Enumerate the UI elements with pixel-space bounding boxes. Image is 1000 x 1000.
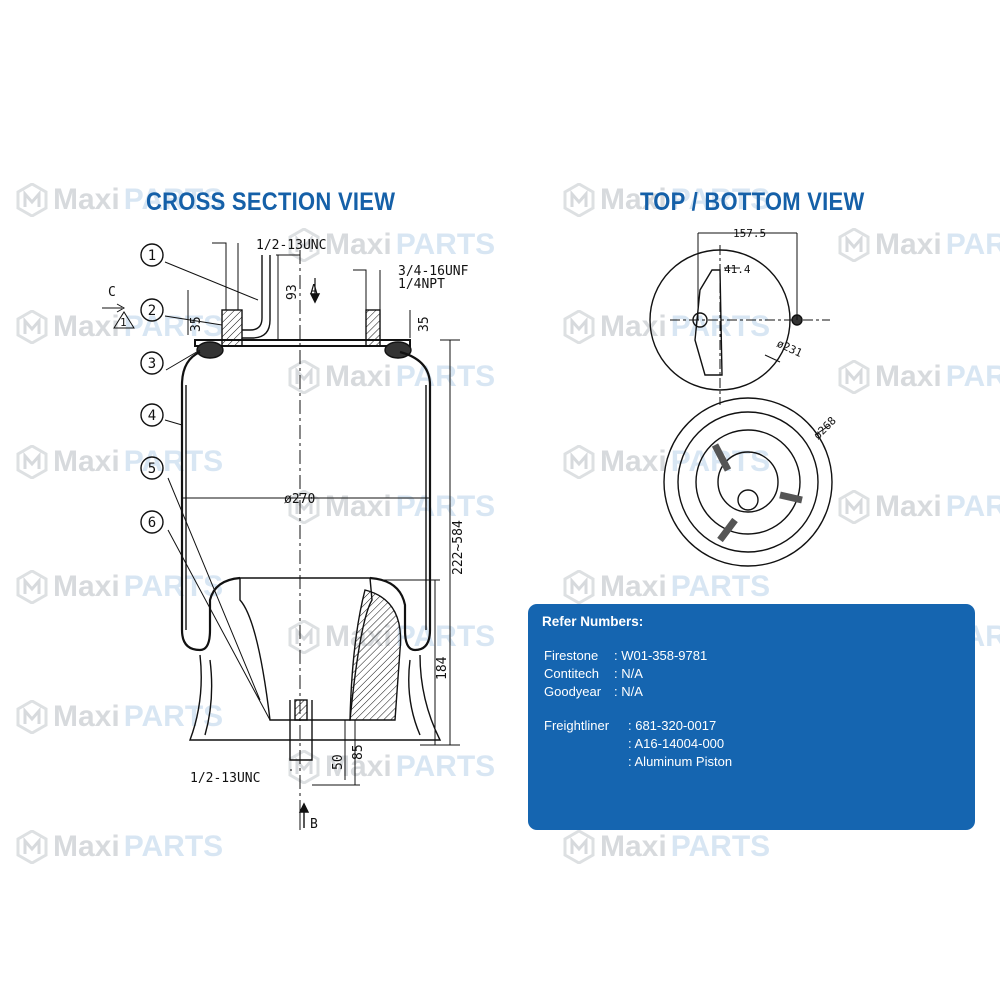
dim-93: 93	[285, 284, 300, 300]
callout-circles	[140, 243, 164, 534]
callout-2: 2	[148, 303, 156, 319]
row-goodyear: Goodyear : N/A	[544, 684, 643, 699]
dim-184: 184	[435, 656, 450, 680]
value-goodyear: : N/A	[614, 684, 643, 699]
callout-4: 4	[148, 408, 156, 424]
height-range: 222~584	[451, 520, 466, 575]
warning-label: 1	[120, 316, 127, 329]
view-b-label: B	[310, 817, 318, 832]
bottom-view-drawing: ø268	[663, 397, 839, 567]
dim-85: 85	[351, 744, 366, 760]
value-freightliner-1: : 681-320-0017	[628, 718, 717, 733]
callout-6: 6	[148, 515, 156, 531]
value-firestone: : W01-358-9781	[614, 648, 708, 663]
top-bottom-heading: TOP / BOTTOM VIEW	[640, 188, 865, 216]
label-contitech: Contitech	[544, 666, 599, 681]
dia-268: ø268	[811, 414, 839, 442]
row-freightliner-2: : A16-14004-000	[544, 736, 724, 751]
cross-section-heading: CROSS SECTION VIEW	[146, 188, 396, 216]
value-contitech: : N/A	[614, 666, 643, 681]
dim-35-right: 35	[417, 316, 432, 332]
cross-section-drawing: 1 2 3 4 5 6 1/2-13UNC 3/4-16UNF 1/4NPT 9…	[102, 238, 469, 832]
thread-top-right-label: 3/4-16UNF	[398, 264, 469, 279]
npt-label: 1/4NPT	[398, 277, 445, 292]
callout-1: 1	[148, 248, 156, 264]
refer-numbers-panel: Refer Numbers: Firestone : W01-358-9781 C…	[528, 604, 975, 830]
label-firestone: Firestone	[544, 648, 599, 663]
dim-50: 50	[331, 754, 346, 770]
thread-bottom-label: 1/2-13UNC	[190, 771, 260, 786]
label-goodyear: Goodyear	[544, 684, 602, 699]
dia-270: ø270	[284, 492, 315, 507]
callout-5: 5	[148, 461, 156, 477]
view-c-label: C	[108, 285, 116, 300]
view-a-label: A	[310, 283, 318, 298]
label-freightliner: Freightliner	[544, 718, 610, 733]
callout-3: 3	[148, 356, 156, 372]
top-view-drawing: 157.5 41.4 ø231	[649, 227, 830, 405]
refer-numbers-title: Refer Numbers:	[542, 614, 644, 629]
value-freightliner-3: : Aluminum Piston	[628, 754, 733, 769]
thread-top-left-label: 1/2-13UNC	[256, 238, 326, 253]
row-contitech: Contitech : N/A	[544, 666, 643, 681]
dim-41-4: 41.4	[724, 263, 751, 276]
row-freightliner: Freightliner : 681-320-0017	[544, 718, 716, 733]
value-freightliner-2: : A16-14004-000	[628, 736, 725, 751]
row-firestone: Firestone : W01-358-9781	[544, 648, 707, 663]
dim-35-left: 35	[189, 316, 204, 332]
row-freightliner-3: : Aluminum Piston	[544, 754, 732, 769]
dim-157-5: 157.5	[733, 227, 766, 240]
